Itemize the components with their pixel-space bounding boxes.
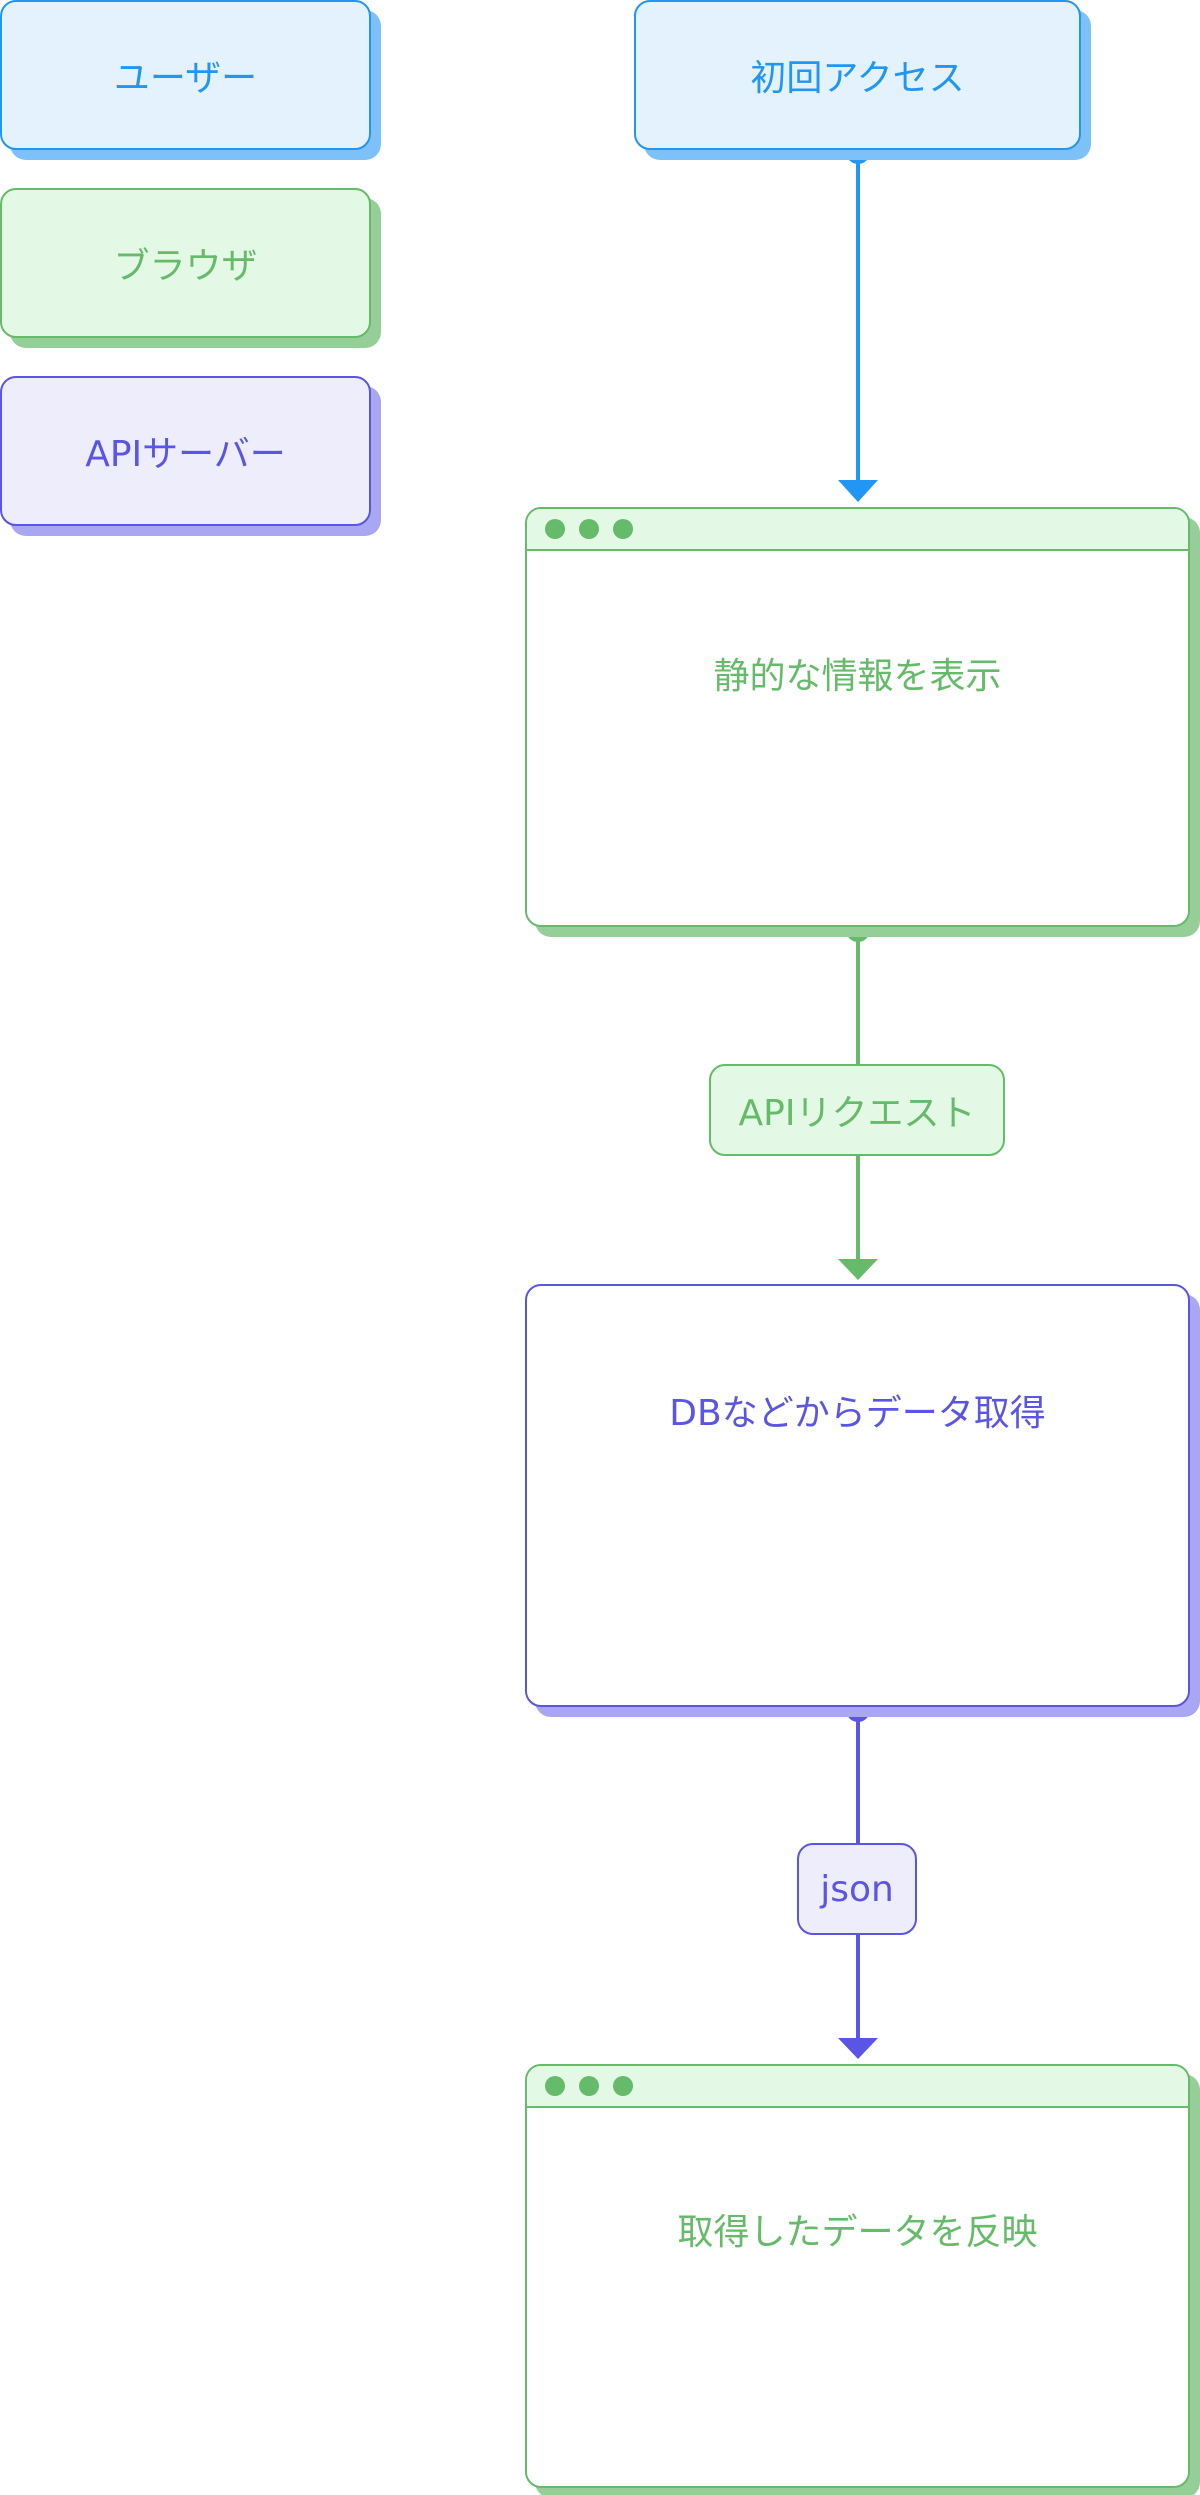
window-static-info: 静的な情報を表示	[525, 507, 1190, 927]
window-titlebar	[527, 2066, 1188, 2108]
window-reflect-data: 取得したデータを反映	[525, 2064, 1190, 2488]
edge-json-arrowhead	[838, 2038, 878, 2059]
window-dot-icon	[545, 2076, 565, 2096]
legend-user: ユーザー	[0, 0, 371, 150]
window-dot-icon	[613, 519, 633, 539]
window-dot-icon	[613, 2076, 633, 2096]
window-static-info-label: 静的な情報を表示	[713, 656, 1002, 697]
window-reflect-data-label: 取得したデータを反映	[677, 2212, 1038, 2253]
window-dot-icon	[545, 519, 565, 539]
edge-initial-arrowhead	[838, 480, 878, 502]
edge-label-api-request-text: APIリクエスト	[738, 1093, 976, 1134]
edge-label-api-request: APIリクエスト	[709, 1064, 1005, 1156]
window-dot-icon	[579, 519, 599, 539]
window-db-fetch: DBなどからデータ取得	[525, 1284, 1190, 1707]
window-dot-icon	[579, 2076, 599, 2096]
edge-label-json-text: json	[820, 1868, 894, 1910]
node-initial-access-label: 初回アクセス	[750, 58, 965, 99]
node-initial-access: 初回アクセス	[634, 0, 1081, 150]
legend-user-label: ユーザー	[113, 58, 258, 99]
window-db-fetch-label: DBなどからデータ取得	[669, 1393, 1046, 1434]
legend-browser-label: ブラウザ	[113, 246, 258, 287]
legend-api-server-label: APIサーバー	[85, 434, 286, 475]
edge-api-arrowhead	[838, 1259, 878, 1280]
window-titlebar	[527, 509, 1188, 551]
legend-browser: ブラウザ	[0, 188, 371, 338]
legend-api-server: APIサーバー	[0, 376, 371, 526]
edge-label-json: json	[797, 1843, 917, 1935]
